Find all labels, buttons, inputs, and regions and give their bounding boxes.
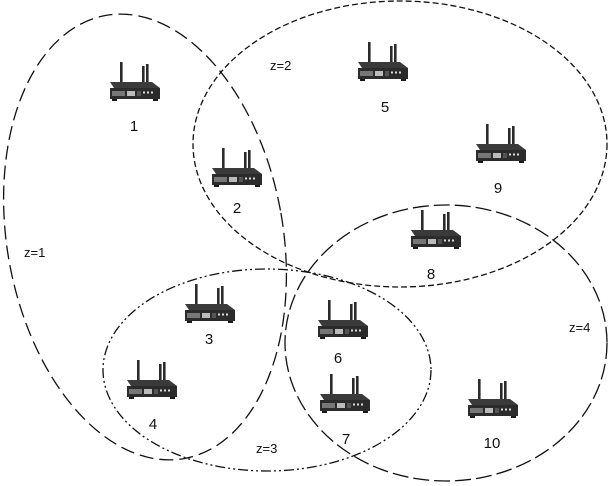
wireless-router-icon bbox=[411, 210, 461, 249]
node-label: 1 bbox=[130, 118, 138, 135]
node-8: 8 bbox=[411, 210, 461, 283]
node-label: 4 bbox=[149, 416, 157, 433]
wireless-router-icon bbox=[468, 379, 518, 418]
wireless-router-icon bbox=[110, 62, 160, 101]
node-3: 3 bbox=[185, 284, 235, 348]
cluster-z1-boundary bbox=[2, 13, 288, 461]
cluster-label-z3: z=3 bbox=[256, 441, 277, 456]
wireless-router-icon bbox=[185, 284, 235, 323]
cluster-z4-boundary bbox=[284, 204, 608, 482]
wireless-router-icon bbox=[127, 360, 177, 399]
node-label: 3 bbox=[205, 331, 213, 348]
node-1: 1 bbox=[110, 62, 160, 135]
node-6: 6 bbox=[318, 300, 368, 367]
node-2: 2 bbox=[212, 148, 262, 217]
node-label: 7 bbox=[342, 431, 350, 448]
node-9: 9 bbox=[476, 124, 526, 197]
node-label: 9 bbox=[494, 180, 502, 197]
cluster-z3-boundary bbox=[102, 268, 432, 472]
cluster-label-z2: z=2 bbox=[270, 58, 291, 73]
wireless-router-icon bbox=[212, 148, 262, 187]
cluster-label-z1: z=1 bbox=[24, 245, 45, 260]
node-5: 5 bbox=[358, 42, 408, 116]
wireless-router-icon bbox=[318, 300, 368, 339]
node-7: 7 bbox=[320, 374, 370, 448]
node-label: 2 bbox=[233, 200, 241, 217]
node-label: 10 bbox=[484, 435, 501, 452]
cluster-z2-boundary bbox=[192, 0, 608, 288]
wireless-router-icon bbox=[476, 124, 526, 163]
node-10: 10 bbox=[468, 379, 518, 452]
node-label: 5 bbox=[381, 99, 389, 116]
node-label: 8 bbox=[427, 266, 435, 283]
cluster-label-z4: z=4 bbox=[569, 320, 590, 335]
wireless-router-icon bbox=[358, 42, 408, 81]
node-4: 4 bbox=[127, 360, 177, 433]
wireless-router-icon bbox=[320, 374, 370, 413]
node-label: 6 bbox=[334, 350, 342, 367]
